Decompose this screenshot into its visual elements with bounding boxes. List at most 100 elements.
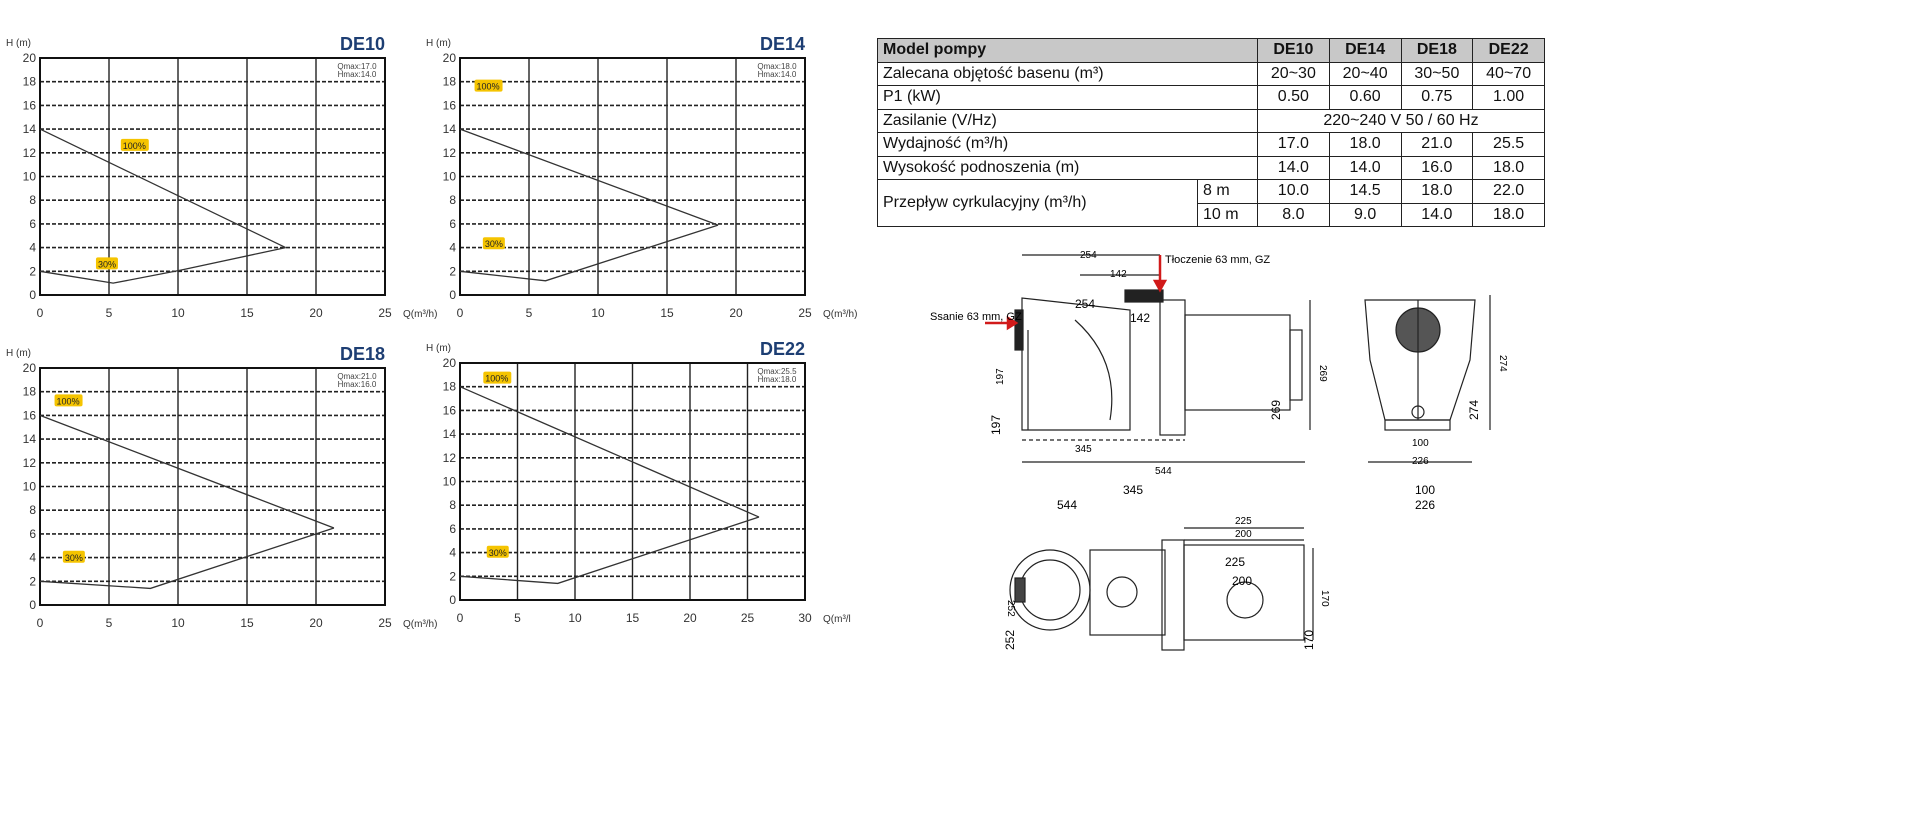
- y-tick-label: 12: [23, 456, 37, 470]
- dim: 254: [1075, 297, 1095, 311]
- y-tick-label: 0: [29, 288, 36, 302]
- qmax-label: Qmax:17.0: [337, 62, 377, 71]
- y-axis-label: H (m): [426, 38, 451, 49]
- y-tick-label: 4: [449, 546, 456, 560]
- x-tick-label: 25: [798, 306, 812, 320]
- table-header-row: Model pompy DE10 DE14 DE18 DE22: [877, 38, 1545, 63]
- dim: 345: [1075, 444, 1092, 455]
- y-tick-label: 6: [449, 217, 456, 231]
- sub-label: 10 m: [1197, 202, 1258, 227]
- x-tick-label: 20: [683, 611, 697, 625]
- curve-badge-label: 30%: [489, 548, 507, 558]
- y-tick-label: 14: [23, 122, 37, 136]
- x-tick-label: 10: [591, 306, 605, 320]
- y-tick-label: 0: [29, 598, 36, 612]
- curve-badge-label: 100%: [477, 82, 500, 92]
- curve-badge-bg: [120, 138, 149, 151]
- table-row: P1 (kW) 0.50 0.60 0.75 1.00: [877, 85, 1545, 110]
- discharge-label: Tłoczenie 63 mm, GZ: [1165, 254, 1270, 266]
- plot-frame: [39, 57, 386, 296]
- arrows: [985, 255, 1168, 331]
- cell: 25.5: [1472, 132, 1545, 157]
- dim: 142: [1130, 311, 1150, 325]
- y-tick-label: 16: [23, 98, 37, 112]
- y-tick-label: 4: [29, 241, 36, 255]
- dim: 269: [1317, 365, 1328, 382]
- row-label: P1 (kW): [877, 85, 1258, 110]
- cell: 10.0: [1257, 179, 1330, 204]
- y-tick-label: 6: [449, 522, 456, 536]
- table-row: Zasilanie (V/Hz) 220~240 V 50 / 60 Hz: [877, 108, 1545, 133]
- curve-100pct: [39, 128, 286, 249]
- dim: 269: [1269, 400, 1283, 420]
- curve-badge-label: 30%: [65, 553, 83, 563]
- dim: 200: [1232, 574, 1252, 588]
- qmax-label: Qmax:21.0: [337, 372, 377, 381]
- dim: 197: [995, 368, 1006, 385]
- curve-badge-bg: [62, 550, 85, 563]
- x-tick-label: 5: [106, 306, 113, 320]
- chart-title: DE18: [340, 344, 385, 364]
- row-label: Wydajność (m³/h): [877, 132, 1258, 157]
- x-tick-label: 0: [37, 616, 44, 630]
- plot-frame: [459, 57, 806, 296]
- y-tick-label: 10: [23, 170, 37, 184]
- x-axis-label: Q(m³/l: [823, 614, 851, 625]
- y-tick-label: 18: [443, 380, 457, 394]
- table-row: Wysokość podnoszenia (m) 14.0 14.0 16.0 …: [877, 155, 1545, 180]
- y-tick-label: 20: [23, 51, 37, 65]
- y-tick-label: 8: [449, 498, 456, 512]
- y-axis-label: H (m): [426, 343, 451, 354]
- y-tick-label: 18: [23, 385, 37, 399]
- plot-frame: [39, 367, 386, 606]
- plot-frame: [459, 362, 806, 601]
- x-tick-label: 15: [240, 616, 254, 630]
- header-de10: DE10: [1257, 38, 1330, 63]
- y-tick-label: 16: [443, 98, 457, 112]
- dim: 226: [1412, 456, 1429, 467]
- qmax-label: Qmax:18.0: [757, 62, 797, 71]
- cell: 0.60: [1328, 85, 1402, 110]
- y-tick-label: 14: [443, 427, 457, 441]
- curve-100pct: [459, 386, 760, 518]
- cell: 0.75: [1400, 85, 1474, 110]
- dim: 200: [1235, 529, 1252, 540]
- curve-100pct: [39, 414, 335, 529]
- y-tick-label: 6: [29, 527, 36, 541]
- curve-badge-label: 100%: [485, 374, 508, 384]
- curve-30pct: [459, 516, 760, 585]
- y-tick-label: 14: [23, 432, 37, 446]
- side-view: [1014, 254, 1311, 463]
- cell: 18.0: [1328, 132, 1402, 157]
- dim: 544: [1155, 466, 1172, 477]
- table-row: Wydajność (m³/h) 17.0 18.0 21.0 25.5: [877, 132, 1545, 157]
- curve-badge-bg: [486, 545, 509, 558]
- y-tick-label: 12: [23, 146, 37, 160]
- hmax-label: Hmax:14.0: [338, 70, 377, 79]
- table-row: Zalecana objętość basenu (m³) 20~30 20~4…: [877, 61, 1545, 86]
- dim-loose: 226: [1415, 498, 1435, 512]
- x-tick-label: 0: [37, 306, 44, 320]
- cell: 18.0: [1472, 202, 1545, 227]
- cell: 22.0: [1472, 179, 1545, 204]
- hmax-label: Hmax:14.0: [758, 70, 797, 79]
- y-axis-label: H (m): [6, 348, 31, 359]
- chart-title: DE10: [340, 34, 385, 54]
- y-tick-label: 4: [449, 241, 456, 255]
- chart-title: DE14: [760, 34, 805, 54]
- dim-loose: 100: [1415, 483, 1435, 497]
- x-tick-label: 10: [171, 616, 185, 630]
- dim: 142: [1110, 269, 1127, 280]
- curve-30pct: [459, 224, 719, 282]
- spec-table: Model pompy DE10 DE14 DE18 DE22 Zalecana…: [877, 38, 1545, 227]
- y-tick-label: 12: [443, 451, 457, 465]
- table-row: Przepływ cyrkulacyjny (m³/h) 8 m 10.0 14…: [877, 179, 1545, 227]
- cell: 14.5: [1328, 179, 1402, 204]
- y-tick-label: 2: [449, 569, 456, 583]
- qmax-bg: [337, 61, 381, 79]
- row-label: Zalecana objętość basenu (m³): [877, 61, 1258, 86]
- sub-label: 8 m: [1197, 179, 1258, 204]
